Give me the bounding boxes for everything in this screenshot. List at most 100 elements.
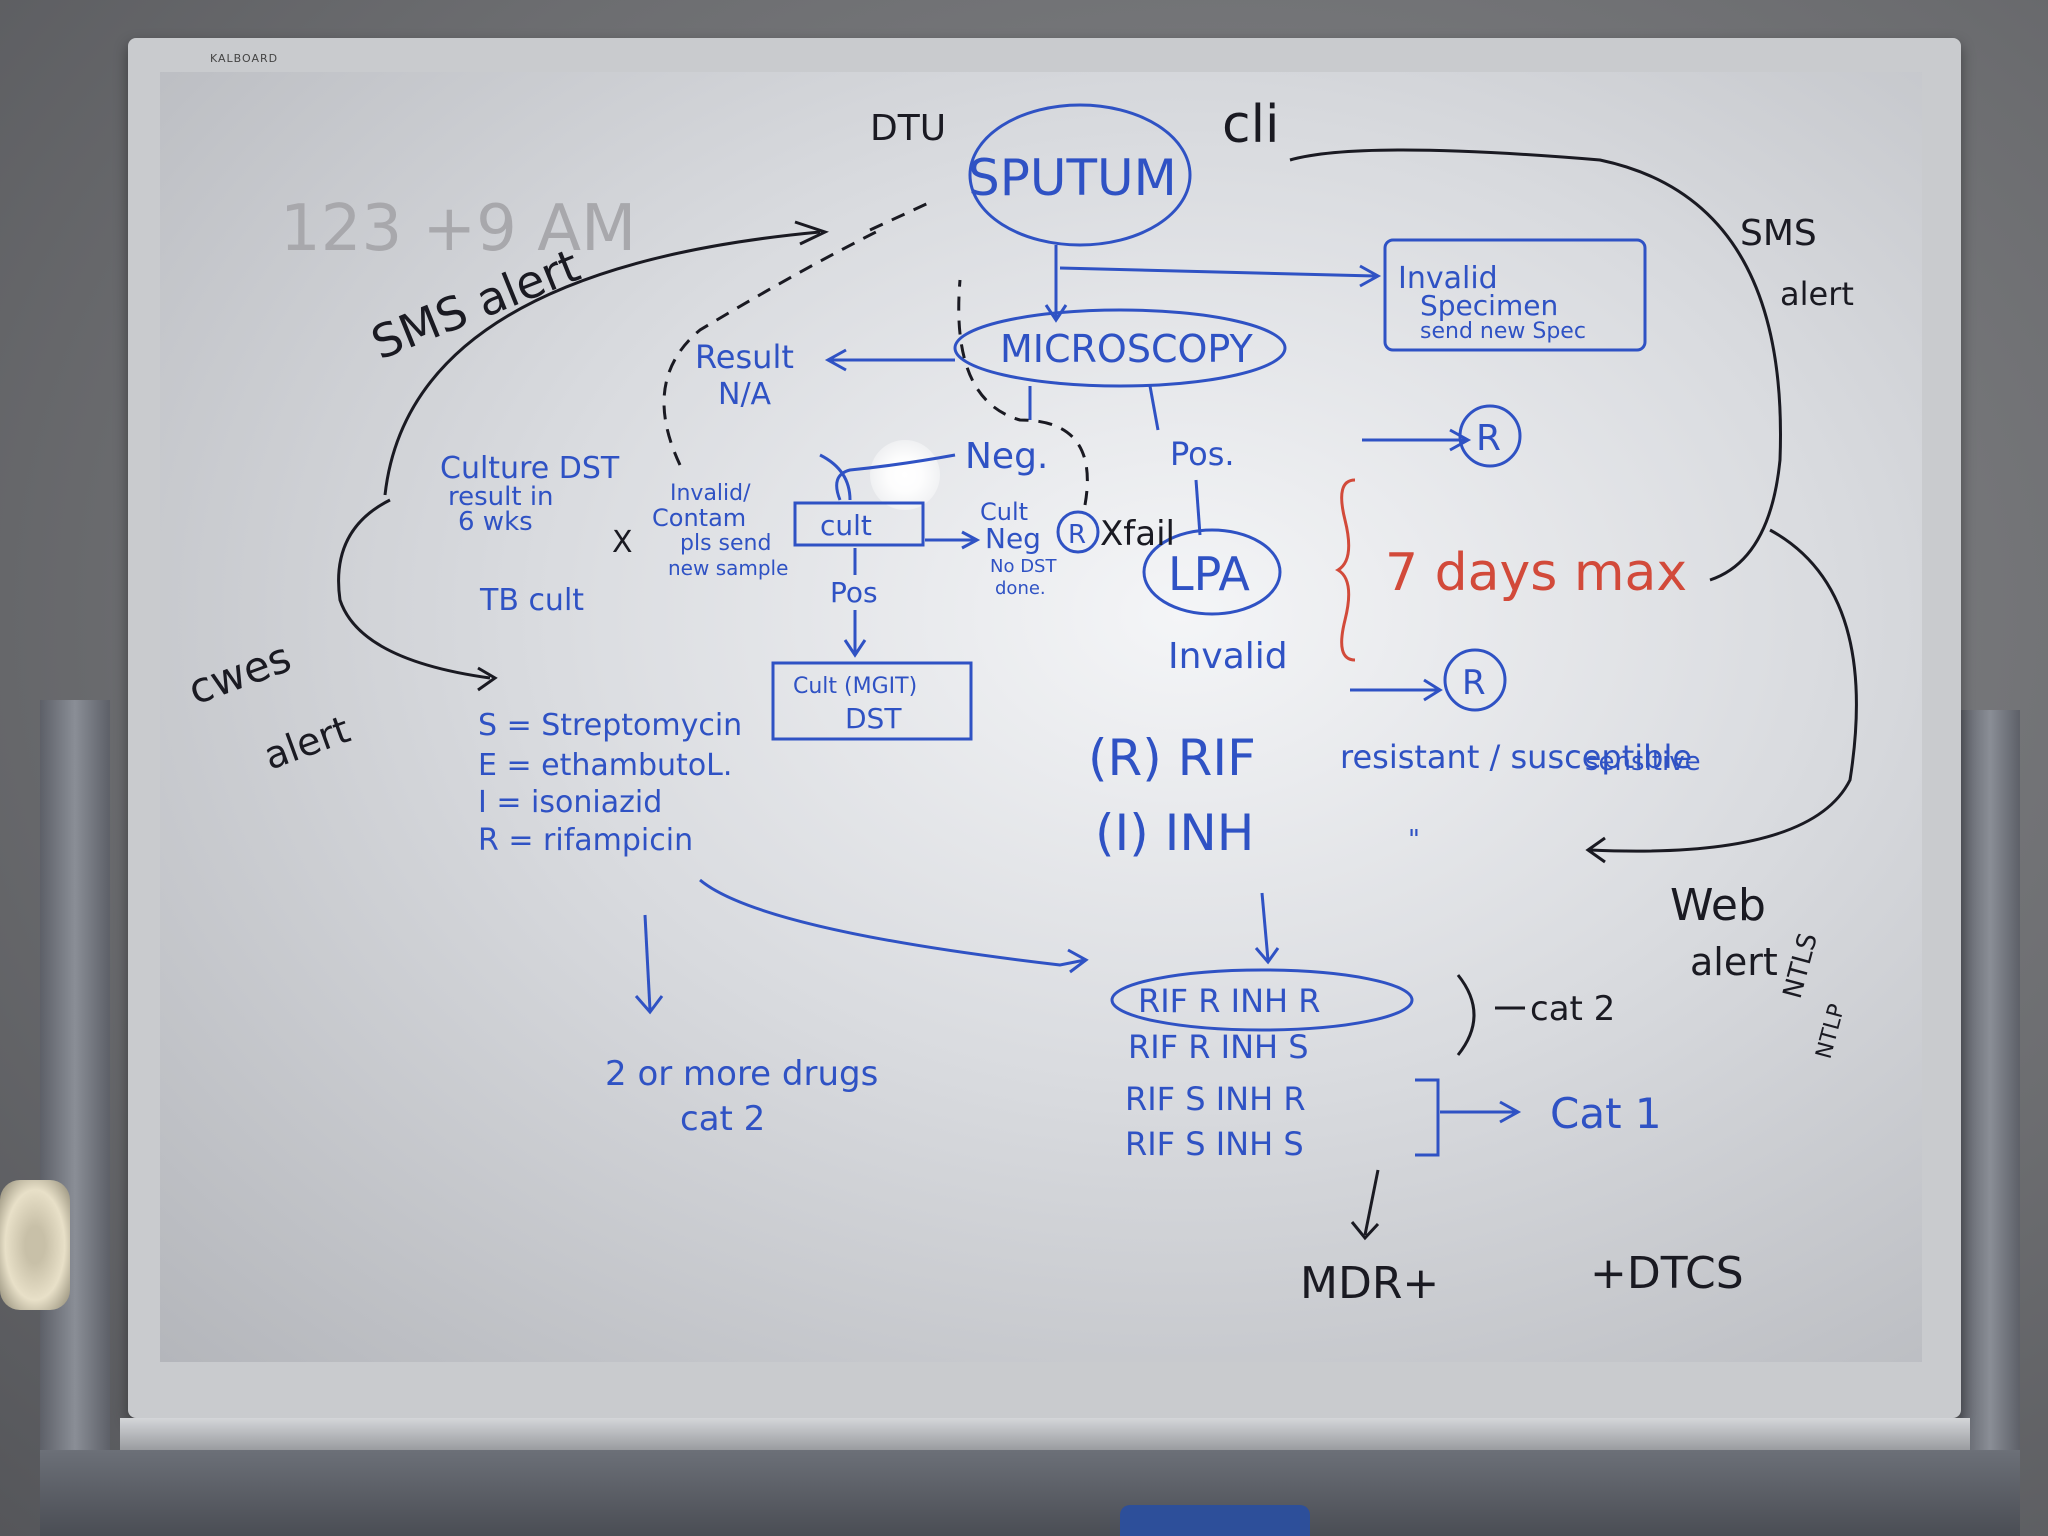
arrowhead-dst — [843, 639, 867, 658]
clinic-label: cli — [1222, 95, 1279, 155]
mdr-label: MDR+ — [1300, 1258, 1439, 1309]
web-alert-paren-1: NTLS — [1778, 930, 1824, 1002]
culture-dst-line2: result in — [448, 482, 554, 512]
r-circle-top-label: R — [1476, 418, 1501, 459]
dashed-loop-left — [662, 228, 881, 466]
web-alert-line2: alert — [1690, 940, 1778, 984]
result-na-line1: Result — [695, 338, 794, 376]
cat2-label: cat 2 — [1530, 989, 1615, 1029]
rif-label: (R) RIF — [1088, 729, 1256, 787]
arrow-to-invalid — [1059, 266, 1376, 278]
r-circle-mid — [1443, 648, 1507, 712]
whiteboard-surface — [160, 72, 1922, 1362]
rif-note2: sensitive — [1585, 747, 1701, 777]
cwes-line2: alert — [258, 707, 356, 778]
more-drugs-label: 2 or more drugs — [605, 1054, 878, 1094]
invalid-specimen-line1: Invalid — [1398, 261, 1498, 296]
sputum-label: SPUTUM — [968, 149, 1177, 207]
arrowhead-invalid-r — [1423, 678, 1443, 702]
invalid-specimen-box — [1383, 238, 1647, 352]
arrow-inh-outcomes — [1260, 892, 1270, 961]
stand-right-leg — [1960, 710, 2020, 1536]
sms-right-arc — [1289, 148, 1782, 582]
brace-cat2 — [1456, 974, 1476, 1056]
cult-neg-line4: done. — [995, 578, 1046, 599]
legend-e: E = ethambutoL. — [478, 748, 732, 783]
outcome-row4: RIF S INH S — [1125, 1125, 1304, 1163]
lpa-ellipse — [1142, 528, 1282, 616]
web-alert-arrowhead — [1585, 836, 1606, 864]
sms-left-arc — [383, 230, 821, 496]
cwes-arc — [337, 498, 491, 680]
arrow-resultna-cult — [819, 453, 852, 501]
culture-dst-line1: Culture DST — [440, 451, 620, 486]
stand-left-leg — [40, 700, 110, 1536]
r-circle-top — [1458, 404, 1522, 468]
dst-box-line2: DST — [845, 702, 902, 735]
blue-bottle — [1120, 1505, 1310, 1536]
arrow-legend-outcomes — [699, 878, 1086, 967]
cult-invalid-line4: new sample — [668, 556, 788, 580]
microscopy-label: MICROSCOPY — [1000, 327, 1253, 371]
light-glare — [870, 440, 940, 510]
cult-box-label: cult — [820, 509, 872, 542]
cat1-label: Cat 1 — [1550, 1089, 1662, 1138]
microscopy-ellipse — [953, 308, 1287, 388]
r-circle-cult-label: R — [1068, 520, 1086, 550]
seven-days-max: 7 days max — [1385, 543, 1687, 603]
pos-label: Pos. — [1170, 435, 1235, 473]
r-circle-mid-label: R — [1462, 663, 1486, 703]
invalid-specimen-line3: send new Spec — [1420, 319, 1586, 344]
arrow-legend-more-drugs — [643, 914, 652, 1011]
fail-mark: Xfail — [1100, 514, 1175, 554]
cult-box — [793, 501, 925, 547]
sputum-ellipse — [968, 103, 1192, 247]
dashed-loop-right — [957, 279, 1089, 506]
legend-r: R = rifampicin — [478, 823, 693, 858]
rif-note: resistant / susceptible — [1340, 738, 1692, 776]
outcome-row3: RIF S INH R — [1125, 1080, 1306, 1118]
cult-pos-label: Pos — [830, 576, 878, 609]
lpa-label: LPA — [1168, 547, 1250, 601]
culture-dst-line3: 6 wks — [458, 507, 533, 537]
dtu-label: DTU — [870, 108, 946, 149]
outcome-row2: RIF R INH S — [1128, 1028, 1309, 1066]
result-na-line2: N/A — [718, 377, 772, 412]
arrowhead-cat1 — [1499, 1100, 1522, 1124]
dst-box-line1: Cult (MGIT) — [793, 674, 917, 699]
arrowhead-lpa-r — [1449, 428, 1472, 452]
arrowhead-mdr — [1350, 1221, 1380, 1241]
legend-i: I = isoniazid — [478, 785, 662, 820]
invalid-specimen-line2: Specimen — [1420, 289, 1558, 322]
web-alert-line1: Web — [1670, 880, 1766, 931]
tb-cult-label: TB cult — [479, 583, 584, 618]
arrowhead-outcomes — [1254, 947, 1280, 965]
web-alert-arc — [1589, 528, 1858, 853]
neg-label: Neg. — [965, 436, 1048, 477]
dashed-to-sputum — [869, 198, 936, 232]
x-mark: X — [612, 525, 633, 560]
masking-tape-roll — [0, 1180, 70, 1310]
stand-base — [40, 1450, 2020, 1536]
lpa-invalid-label: Invalid — [1168, 636, 1288, 677]
arrow-neg-cult — [835, 453, 956, 501]
board-brand: KALBOARD — [210, 52, 279, 65]
cwes-line1: cwes — [182, 632, 298, 714]
cult-invalid-line3: pls send — [680, 531, 771, 556]
cwes-arrowhead — [477, 666, 498, 692]
sms-alert-right-1: SMS — [1740, 213, 1817, 254]
more-drugs-cat: cat 2 — [680, 1099, 765, 1139]
red-brace — [1335, 478, 1356, 662]
cult-invalid-line2: Contam — [652, 504, 746, 532]
inh-ditto: " — [1408, 825, 1420, 855]
cult-neg-line3: No DST — [990, 556, 1057, 577]
arrowhead-result-na — [824, 348, 847, 372]
sms-alert-right-2: alert — [1780, 275, 1854, 313]
cult-neg-line2: Neg — [985, 522, 1041, 555]
cult-invalid-line1: Invalid/ — [670, 481, 751, 506]
arrow-to-pos — [1148, 385, 1160, 431]
arrow-to-mdr — [1363, 1169, 1380, 1236]
brace-cat1 — [1415, 1078, 1440, 1157]
arrowhead-cult-neg — [961, 530, 981, 550]
